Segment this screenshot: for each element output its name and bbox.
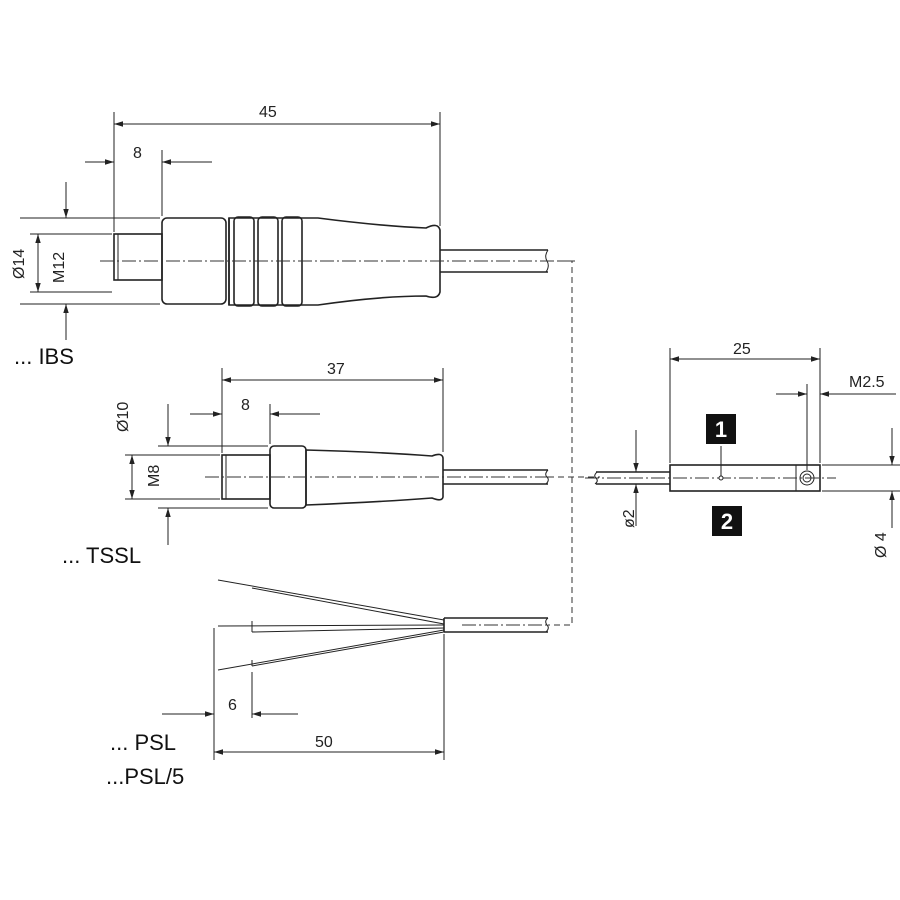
connector-psl: 6 50 ... PSL ...PSL/5 xyxy=(106,579,549,789)
marker-2-badge xyxy=(712,506,742,536)
connector-ibs: 45 8 Ø14 M12 ... IBS xyxy=(11,104,575,369)
marker-1-text: 1 xyxy=(715,417,727,442)
cable-link-line xyxy=(548,260,600,626)
dim-sensor-screw: M2.5 xyxy=(849,374,885,391)
label-psl5: ...PSL/5 xyxy=(106,764,184,789)
dim-sensor-diameter: Ø 4 xyxy=(873,532,890,558)
tssl-body xyxy=(305,449,444,506)
marker-2-text: 2 xyxy=(721,509,733,534)
marker-1-badge xyxy=(706,414,736,444)
dim-sensor-cable-diameter: ø2 xyxy=(621,509,638,528)
ibs-body xyxy=(228,217,441,306)
label-ibs: ... IBS xyxy=(14,344,74,369)
dim-ibs-diameter: Ø14 xyxy=(11,249,28,279)
dim-ibs-length: 45 xyxy=(259,104,277,121)
dim-psl-strip: 6 xyxy=(228,697,237,714)
ibs-thread xyxy=(113,233,163,281)
connector-tssl: 37 8 Ø10 M8 ... TSSL xyxy=(62,361,549,568)
label-tssl: ... TSSL xyxy=(62,543,141,568)
dim-ibs-thread: M12 xyxy=(51,252,68,283)
dim-tssl-thread-length: 8 xyxy=(241,397,250,414)
dim-ibs-thread-length: 8 xyxy=(133,145,142,162)
sensor: 25 M2.5 ø2 Ø 4 1 2 xyxy=(585,341,900,558)
label-psl: ... PSL xyxy=(110,730,176,755)
dim-sensor-length: 25 xyxy=(733,341,751,358)
dim-tssl-thread: M8 xyxy=(146,465,163,487)
dim-psl-length: 50 xyxy=(315,734,333,751)
dim-tssl-diameter: Ø10 xyxy=(115,402,132,432)
dim-tssl-length: 37 xyxy=(327,361,345,378)
